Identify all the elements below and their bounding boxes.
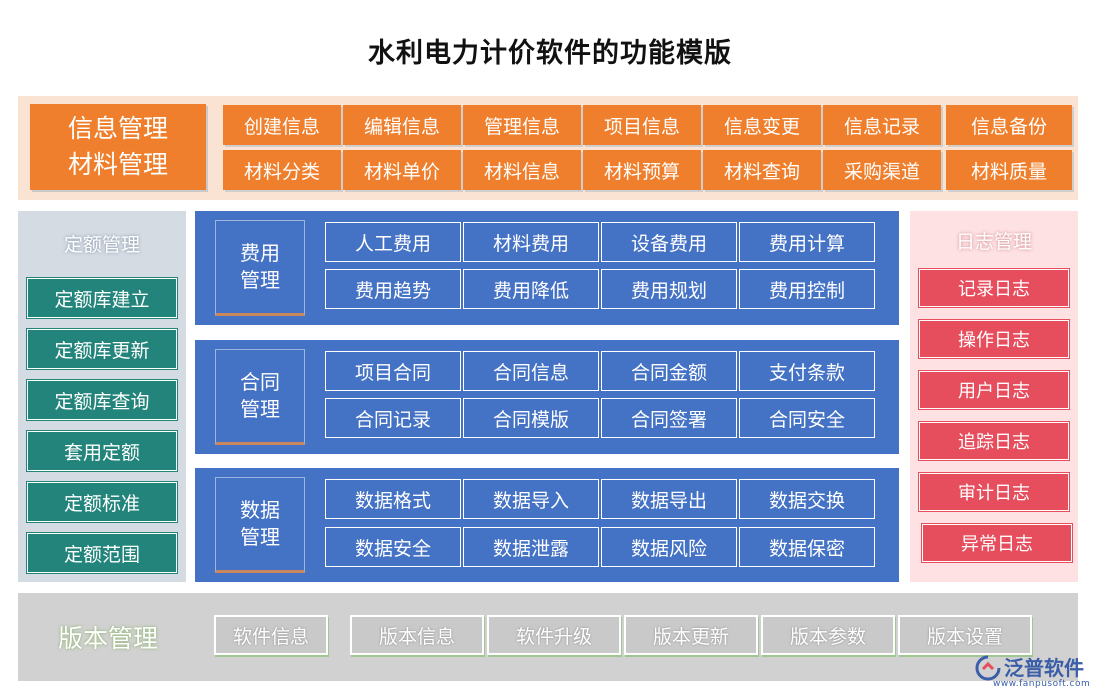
cost-item[interactable]: 费用降低: [463, 269, 599, 309]
log-management-title: 日志管理: [955, 230, 1032, 253]
log-item[interactable]: 用户日志: [919, 371, 1069, 409]
label-line: 数据: [240, 498, 280, 522]
label-line: 管理: [240, 268, 280, 292]
cost-item[interactable]: 费用规划: [601, 269, 737, 309]
version-item[interactable]: 版本更新: [624, 615, 758, 655]
material-item[interactable]: 采购渠道: [823, 150, 941, 190]
data-item[interactable]: 数据格式: [325, 479, 461, 519]
material-heading-line: 材料管理: [67, 150, 168, 179]
cost-item[interactable]: 设备费用: [601, 222, 737, 262]
cost-management-label: 费用 管理: [215, 220, 305, 316]
material-item[interactable]: 材料分类: [223, 150, 341, 190]
contract-management-label: 合同 管理: [215, 349, 305, 445]
quota-item[interactable]: 定额库更新: [27, 329, 177, 369]
info-item[interactable]: 项目信息: [583, 105, 701, 145]
contract-item[interactable]: 合同模版: [463, 398, 599, 438]
data-item[interactable]: 数据交换: [739, 479, 875, 519]
data-item[interactable]: 数据安全: [325, 527, 461, 567]
contract-item[interactable]: 合同安全: [739, 398, 875, 438]
data-management-label: 数据 管理: [215, 477, 305, 573]
log-item[interactable]: 操作日志: [919, 320, 1069, 358]
info-item[interactable]: 编辑信息: [343, 105, 461, 145]
label-line: 费用: [240, 241, 280, 265]
quota-item[interactable]: 定额标准: [27, 482, 177, 522]
quota-item[interactable]: 定额范围: [27, 533, 177, 573]
version-management-title: 版本管理: [57, 624, 158, 653]
fanpu-logo-icon: [975, 655, 1001, 681]
contract-item[interactable]: 合同金额: [601, 351, 737, 391]
contract-item[interactable]: 合同信息: [463, 351, 599, 391]
quota-item[interactable]: 定额库建立: [27, 278, 177, 318]
material-item[interactable]: 材料预算: [583, 150, 701, 190]
logo-text: 泛普软件: [1004, 656, 1084, 680]
info-item[interactable]: 信息备份: [946, 105, 1072, 145]
info-item[interactable]: 信息记录: [823, 105, 941, 145]
contract-item[interactable]: 合同记录: [325, 398, 461, 438]
data-item[interactable]: 数据导入: [463, 479, 599, 519]
data-item[interactable]: 数据风险: [601, 527, 737, 567]
log-item[interactable]: 异常日志: [922, 524, 1072, 562]
cost-item[interactable]: 费用控制: [739, 269, 875, 309]
data-item[interactable]: 数据保密: [739, 527, 875, 567]
log-item[interactable]: 审计日志: [919, 473, 1069, 511]
diagram-title: 水利电力计价软件的功能模版: [368, 37, 732, 69]
version-item[interactable]: 版本参数: [761, 615, 895, 655]
material-item[interactable]: 材料查询: [703, 150, 821, 190]
cost-item[interactable]: 费用趋势: [325, 269, 461, 309]
info-item[interactable]: 管理信息: [463, 105, 581, 145]
label-line: 管理: [240, 397, 280, 421]
info-material-heading: 信息管理 材料管理: [30, 104, 206, 190]
material-item[interactable]: 材料质量: [946, 150, 1072, 190]
material-item[interactable]: 材料信息: [463, 150, 581, 190]
contract-item[interactable]: 支付条款: [739, 351, 875, 391]
quota-management-title: 定额管理: [63, 233, 140, 256]
version-item[interactable]: 软件信息: [214, 615, 328, 655]
contract-item[interactable]: 项目合同: [325, 351, 461, 391]
cost-item[interactable]: 人工费用: [325, 222, 461, 262]
version-item[interactable]: 软件升级: [487, 615, 621, 655]
data-item[interactable]: 数据泄露: [463, 527, 599, 567]
label-line: 管理: [240, 525, 280, 549]
cost-item[interactable]: 费用计算: [739, 222, 875, 262]
cost-item[interactable]: 材料费用: [463, 222, 599, 262]
logo-url: www.fanpusoft.com: [993, 679, 1091, 689]
log-item[interactable]: 追踪日志: [919, 422, 1069, 460]
contract-item[interactable]: 合同签署: [601, 398, 737, 438]
material-item[interactable]: 材料单价: [343, 150, 461, 190]
info-heading-line: 信息管理: [67, 114, 168, 143]
quota-item[interactable]: 套用定额: [27, 431, 177, 471]
data-item[interactable]: 数据导出: [601, 479, 737, 519]
info-item[interactable]: 创建信息: [223, 105, 341, 145]
info-item[interactable]: 信息变更: [703, 105, 821, 145]
label-line: 合同: [240, 370, 280, 394]
version-item[interactable]: 版本信息: [350, 615, 484, 655]
quota-item[interactable]: 定额库查询: [27, 380, 177, 420]
log-item[interactable]: 记录日志: [919, 269, 1069, 307]
version-item[interactable]: 版本设置: [898, 615, 1032, 655]
